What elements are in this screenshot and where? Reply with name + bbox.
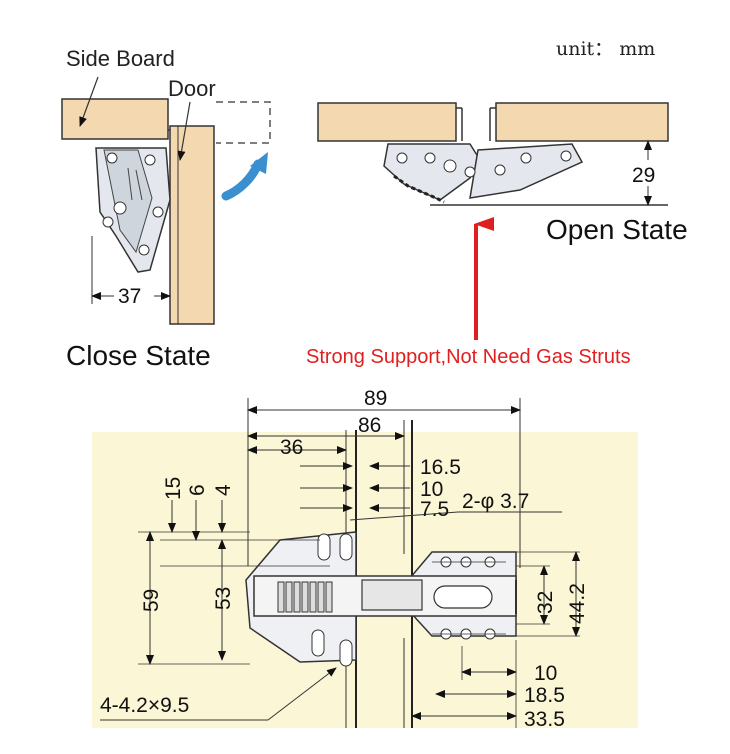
dim-10-bottom: 10 — [534, 662, 557, 685]
hinge-top-view — [100, 398, 580, 728]
dim-59: 59 — [140, 589, 163, 612]
open-state-drawing — [317, 102, 669, 340]
dim-hole: 2-φ 3.7 — [462, 490, 529, 513]
dim-10-top: 10 — [420, 478, 443, 501]
open-board-left — [317, 102, 457, 142]
side-board — [61, 98, 169, 140]
dim-37: 37 — [118, 285, 141, 308]
close-state-label: Close State — [66, 340, 211, 371]
support-note: Strong Support,Not Need Gas Struts — [306, 346, 631, 368]
dim-slot: 4-4.2×9.5 — [100, 694, 189, 717]
dim-53: 53 — [212, 587, 235, 610]
close-state-drawing — [61, 76, 271, 325]
dim-29: 29 — [632, 164, 655, 187]
dim-89: 89 — [364, 387, 387, 410]
blue-rotate-arrow — [221, 159, 263, 201]
dim-16-5: 16.5 — [420, 456, 461, 479]
door-open-ghost — [216, 101, 271, 144]
hinge-open — [383, 143, 584, 204]
dim-32: 32 — [534, 591, 557, 614]
door-panel — [169, 125, 215, 325]
dim-4: 4 — [212, 484, 235, 496]
dim-36: 36 — [280, 436, 303, 459]
dim-33-5: 33.5 — [524, 708, 565, 731]
open-state-label: Open State — [546, 214, 688, 245]
open-board-right — [495, 102, 669, 142]
dim-6: 6 — [186, 484, 209, 496]
door-label: Door — [168, 76, 216, 101]
dim-86: 86 — [358, 414, 381, 437]
spring-coils — [277, 581, 333, 613]
dim-18-5: 18.5 — [524, 684, 565, 707]
unit-label: unit： mm — [556, 38, 656, 60]
hinge-close — [95, 147, 171, 273]
dim-7-5: 7.5 — [420, 498, 449, 521]
dim-15: 15 — [162, 477, 185, 500]
side-board-label: Side Board — [66, 46, 175, 71]
dim-44-2: 44.2 — [566, 583, 589, 624]
